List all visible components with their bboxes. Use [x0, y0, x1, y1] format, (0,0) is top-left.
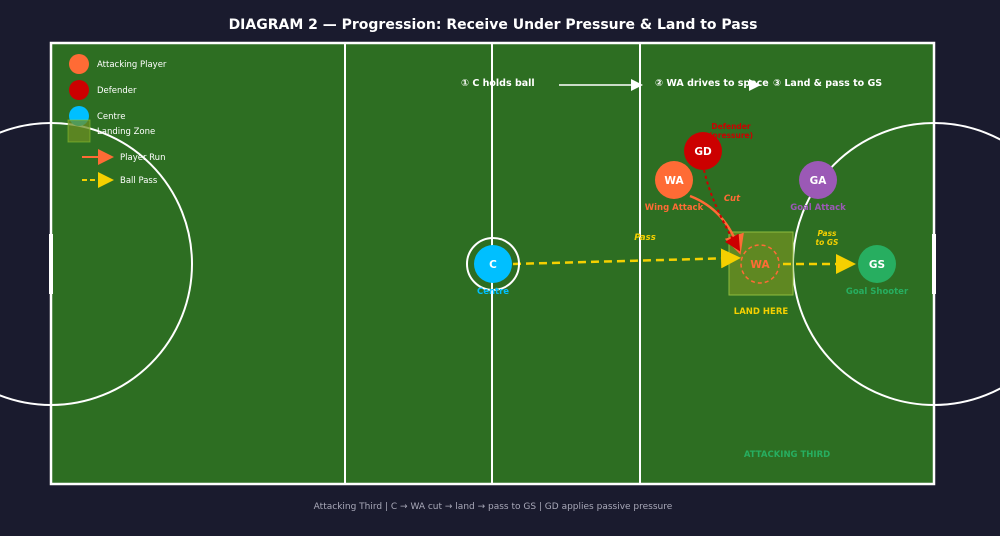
player-gs-abbr: GS — [869, 259, 885, 271]
diagram-caption: Attacking Third | C → WA cut → land → pa… — [314, 502, 673, 512]
attacking-third-label: ATTACKING THIRD — [744, 450, 830, 460]
legend-landing-zone-swatch — [67, 119, 91, 143]
legend-player-run-label: Player Run — [120, 153, 165, 163]
legend-attacking-player-swatch — [69, 54, 89, 74]
land-here-label: LAND HERE — [734, 307, 789, 317]
player-c — [474, 245, 512, 283]
gd-pressure-path — [703, 169, 741, 252]
pass-to-gs-label-line2: to GS — [816, 238, 839, 247]
player-wa — [655, 161, 693, 199]
player-c-abbr: C — [489, 259, 497, 271]
player-gs — [858, 245, 896, 283]
legend-defender-swatch — [69, 80, 89, 100]
step-2-label: ② WA drives to space — [655, 78, 769, 89]
player-gd — [684, 132, 722, 170]
legend-ball-pass-label: Ball Pass — [120, 176, 158, 186]
player-ga-abbr: GA — [810, 175, 828, 187]
diagram-title: DIAGRAM 2 — Progression: Receive Under P… — [229, 17, 758, 33]
player-gs-name: Goal Shooter — [846, 287, 909, 297]
step-1-label: ① C holds ball — [461, 78, 535, 89]
step-3-label: ③ Land & pass to GS — [773, 78, 882, 89]
player-gd-abbr: GD — [694, 146, 712, 158]
cut-label: Cut — [724, 194, 741, 204]
player-c-name: Centre — [477, 287, 509, 297]
pass-label: Pass — [634, 233, 656, 243]
legend-centre-label: Centre — [97, 112, 125, 122]
wa-landed-label: WA — [750, 259, 770, 271]
gd-note-line1: Defender — [711, 122, 750, 131]
player-ga — [799, 161, 837, 199]
legend-defender-label: Defender — [97, 86, 137, 96]
legend-landing-zone-label: Landing Zone — [97, 127, 155, 137]
legend-attacking-player-label: Attacking Player — [97, 60, 167, 70]
pass-to-gs-label-line1: Pass — [817, 229, 837, 238]
player-wa-abbr: WA — [664, 175, 684, 187]
gd-note-line2: (pressure) — [709, 131, 753, 140]
legend: Attacking Player Defender Centre Landing… — [67, 54, 167, 188]
player-wa-name: Wing Attack — [645, 203, 704, 213]
pass-c-to-wa — [512, 248, 741, 269]
player-ga-name: Goal Attack — [790, 203, 846, 213]
goal-circle-left — [0, 122, 193, 406]
wa-landed-marker — [740, 244, 780, 284]
player-c-ring — [466, 237, 520, 291]
